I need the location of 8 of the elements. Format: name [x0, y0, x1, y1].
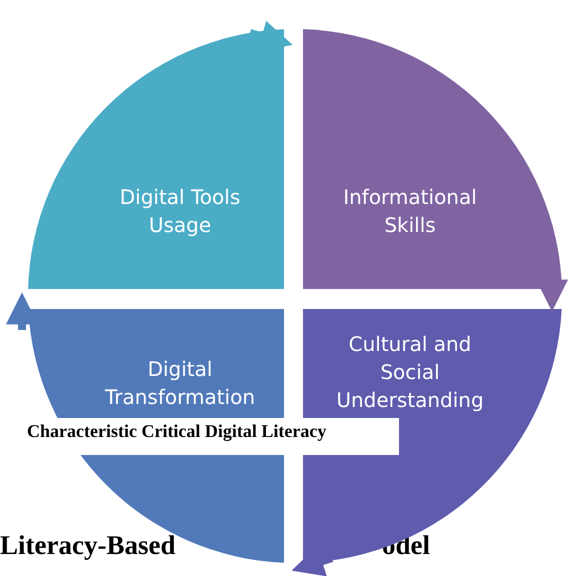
segment-label: Digital Tools Usage — [118, 184, 242, 239]
quadrant-segment — [28, 29, 284, 289]
caption-text: Literacy-Based — [0, 530, 176, 561]
quadrant-segment — [303, 29, 562, 289]
segment-label: Informational Skills — [342, 184, 478, 239]
title-banner: Characteristic Critical Digital Literacy — [25, 418, 399, 455]
segment-label: Digital Transformation — [104, 356, 256, 411]
segment-label: Cultural and Social Understanding — [335, 331, 485, 414]
